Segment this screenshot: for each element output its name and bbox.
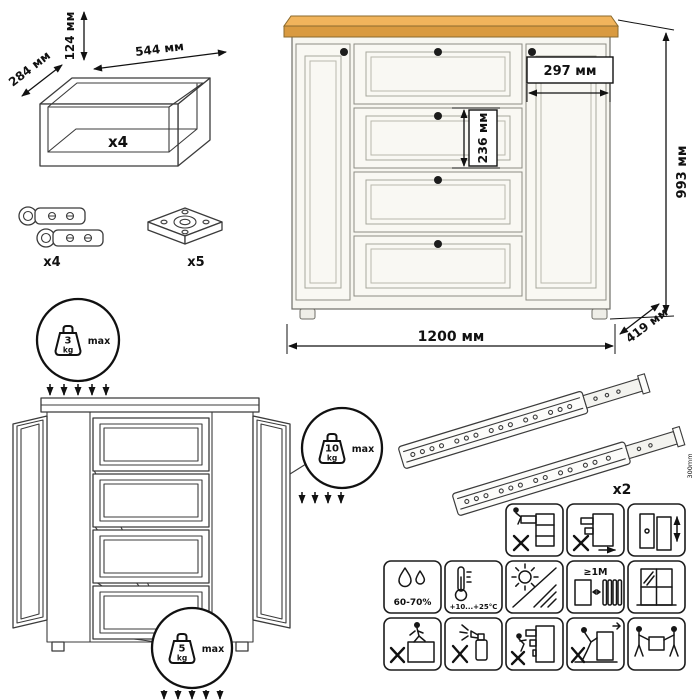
drawer-front-4 [353, 235, 523, 297]
load-top-value: 3 [65, 336, 72, 347]
load-top-max: max [88, 336, 110, 347]
drawer-box-sketch: x4 124 мм 544 мм 284 мм [6, 11, 227, 167]
sketch-right-door-open [252, 415, 291, 629]
section-width-label: 297 мм [544, 64, 597, 79]
sketch-left-door-open [12, 415, 48, 629]
drawer-rails: x2 300mm [398, 373, 694, 516]
drawer-box-width-label: 544 мм [134, 39, 184, 59]
hinge-icon [36, 228, 104, 248]
drawer-knob [434, 176, 442, 184]
do-not-move-loaded-icon [566, 503, 625, 557]
load-limit-drawer: 5 kg max [150, 606, 234, 700]
open-dresser-sketch [12, 397, 307, 652]
sketch-drawer-3 [92, 529, 210, 584]
dresser-front-view [283, 15, 619, 320]
two-person-carry-icon [627, 617, 686, 671]
load-door-unit: kg [327, 454, 337, 463]
no-aggressive-cleaners-icon [444, 617, 503, 671]
do-not-climb-on-furniture-icon [383, 617, 442, 671]
avoid-direct-sunlight-icon [505, 560, 564, 614]
drawer-box-height-label: 124 мм [63, 12, 77, 61]
drawer-front-1 [353, 43, 523, 105]
drawer-height-label: 236 мм [475, 113, 490, 164]
do-not-sit-on-open-drawer-icon [505, 503, 564, 557]
hinges-qty-label: x4 [43, 255, 60, 270]
dresser-top-surface [283, 15, 619, 27]
dresser-foot [299, 308, 316, 320]
drawer-rail [398, 373, 651, 469]
rail-length-label: 300mm [686, 453, 694, 478]
load-top-unit: kg [63, 346, 73, 355]
load-drawer-unit: kg [177, 654, 187, 663]
drawer-knob [434, 48, 442, 56]
left-door [295, 43, 351, 301]
weight-icon: 3 kg [54, 325, 82, 356]
weight-icon: 10 kg [318, 433, 346, 464]
mounting-plate-sketch: x5 [147, 207, 223, 270]
dresser-foot [591, 308, 608, 320]
left-door-knob [340, 48, 348, 56]
door-adjustment-icon [627, 503, 686, 557]
weight-icon: 5 kg [168, 633, 196, 664]
drawer-knob [434, 240, 442, 248]
window-ventilation-icon [627, 560, 686, 614]
temperature-icon: +10...+25°C [444, 560, 503, 614]
drawer-box-qty: x4 [108, 133, 128, 151]
drawer-box-depth-label: 284 мм [6, 48, 53, 89]
drawer-box-front [39, 103, 179, 167]
load-limit-door: 10 kg max [298, 406, 384, 504]
dresser-width-label: 1200 мм [418, 329, 485, 345]
sketch-drawer-2 [92, 473, 210, 528]
humidity-range-label: 60-70% [394, 598, 432, 608]
load-drawer-max: max [202, 644, 224, 655]
heat-distance-label: ≥1M [583, 567, 607, 578]
load-limit-top: 3 kg max [35, 297, 121, 396]
dresser-height-label: 993 мм [675, 146, 690, 199]
drawer-knob [434, 112, 442, 120]
care-icon-grid: 60-70% +10...+25°C ≥1M [383, 503, 686, 671]
right-door-knob [528, 48, 536, 56]
right-door [525, 43, 607, 301]
load-door-max: max [352, 444, 374, 455]
rails-qty-label: x2 [613, 482, 632, 498]
keep-children-away-icon [505, 617, 564, 671]
hinges-sketch: x4 [18, 206, 104, 270]
sketch-drawer-1 [92, 417, 210, 472]
drawer-rail [452, 425, 686, 516]
load-drawer-value: 5 [179, 644, 186, 655]
hinge-icon [18, 206, 86, 226]
drawer-front-3 [353, 171, 523, 233]
temperature-range-label: +10...+25°C [450, 603, 498, 611]
plates-qty-label: x5 [187, 255, 204, 270]
load-door-value: 10 [325, 444, 339, 455]
do-not-drag-icon [566, 617, 625, 671]
keep-distance-from-heat-icon: ≥1M [566, 560, 625, 614]
dresser-top-edge [283, 25, 619, 38]
humidity-icon: 60-70% [383, 560, 442, 614]
